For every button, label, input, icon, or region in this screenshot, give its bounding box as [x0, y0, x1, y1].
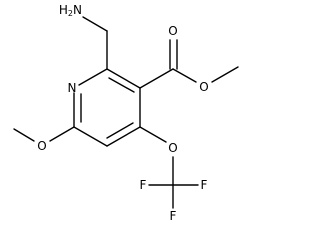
- trifluoromethoxy-oxygen-label: O: [168, 141, 177, 155]
- bond-c5-c6: [73, 126, 108, 147]
- fluorine-right-label: F: [201, 178, 208, 192]
- amine-label: H2N: [59, 3, 82, 18]
- bond-ester-o-methyl: [211, 66, 239, 83]
- ring-nitrogen-label: N: [68, 81, 77, 95]
- bond-methoxy-o-methyl: [13, 128, 35, 142]
- bond-c2-c3: [106, 68, 141, 89]
- fluorine-left-label: F: [140, 178, 147, 192]
- bond-c2-n1: [78, 68, 108, 86]
- chemical-structure-diagram: H2N N O O O O F F F: [13, 3, 239, 223]
- bond-layer: [13, 16, 239, 209]
- bond-c6-methoxy-o: [49, 126, 75, 142]
- fluorine-bottom-label: F: [170, 209, 177, 223]
- atom-label-layer: H2N N O O O O F F F: [37, 3, 208, 223]
- bond-c4-c5: [106, 126, 141, 147]
- bond-ch2-nh2: [82, 16, 108, 32]
- methoxy-oxygen-label: O: [37, 139, 46, 153]
- bond-c3-carbonyl: [139, 68, 174, 89]
- bond-c2-c3-inner: [108, 77, 135, 93]
- carbonyl-oxygen-label: O: [168, 24, 177, 38]
- bond-c4-ocf3-o: [139, 126, 167, 143]
- bond-c4-c5-inner: [106, 122, 134, 139]
- bond-carbonyl-ester-o: [172, 68, 197, 83]
- ester-oxygen-label: O: [199, 80, 208, 94]
